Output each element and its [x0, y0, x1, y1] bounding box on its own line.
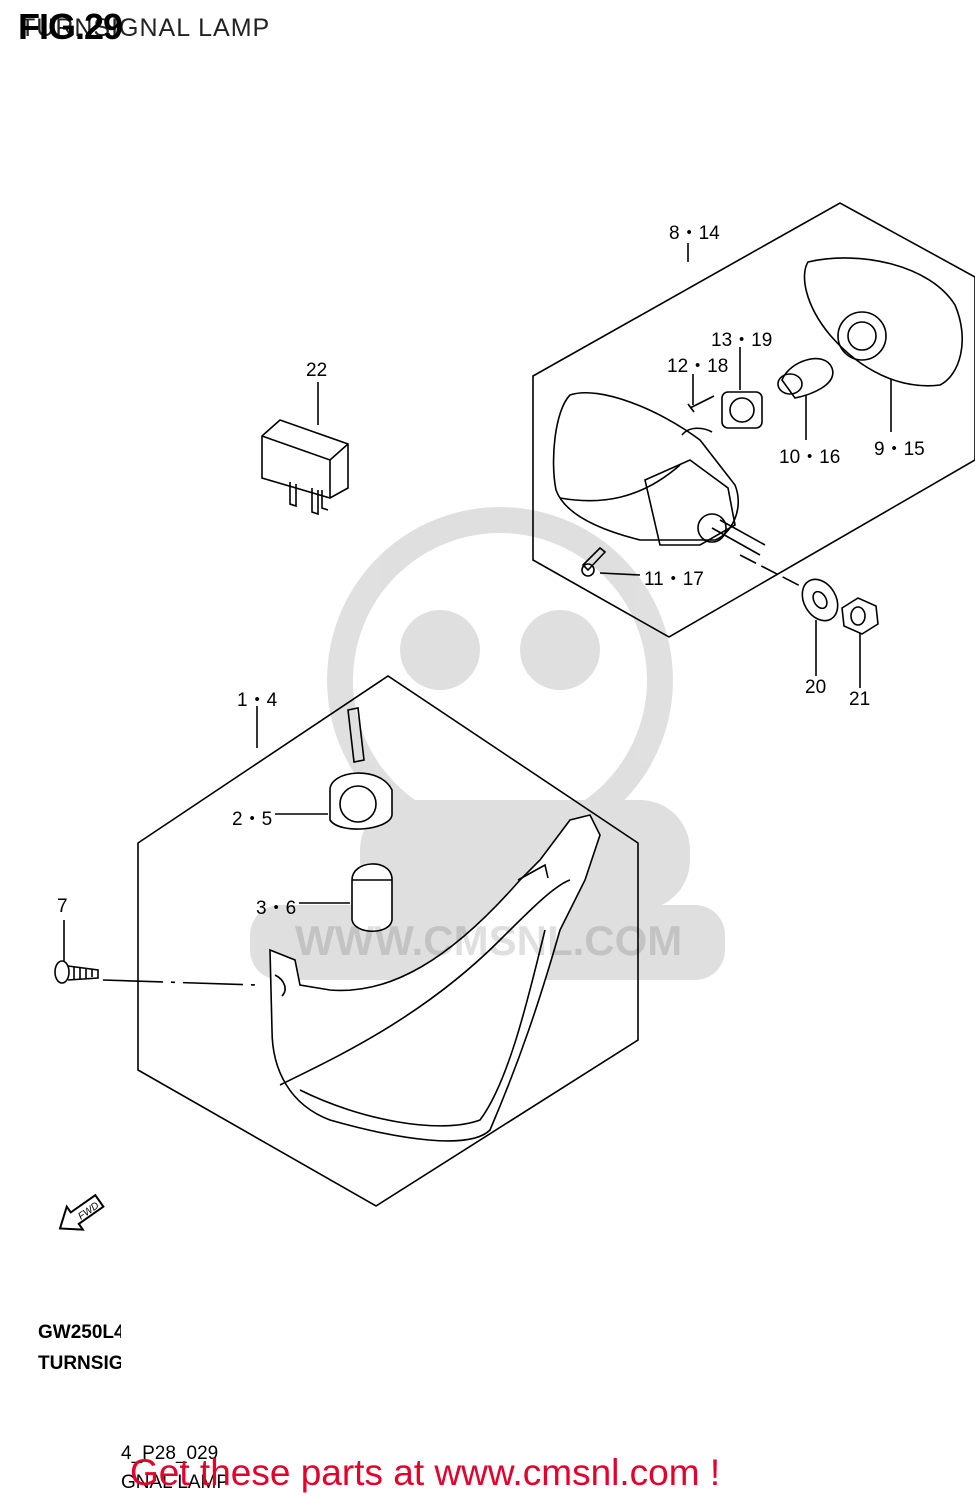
figure-label: FIG.29 — [18, 6, 123, 47]
screw-11-17 — [581, 546, 607, 577]
callout-8-14: 8・14 — [669, 223, 720, 244]
lower-group-box — [137, 675, 639, 1207]
upper-group-box — [532, 202, 975, 638]
callout-2-5: 2・5 — [232, 809, 273, 830]
callout-10-16: 10・16 — [779, 447, 841, 468]
callout-11-17: 11・17 — [644, 569, 704, 590]
screw-7 — [54, 960, 99, 984]
bulb-socket-13-19 — [721, 391, 763, 429]
washer-20 — [801, 578, 839, 622]
callout-20: 20 — [805, 677, 827, 698]
relay-part-22 — [261, 419, 349, 516]
socket-2-5 — [329, 707, 393, 830]
bulb-10-16 — [777, 357, 834, 399]
section-title: TURNSIGNAL LAMP — [20, 14, 271, 42]
callout-1-4: 1・4 — [237, 690, 278, 711]
callout-13-19: 13・19 — [711, 330, 773, 351]
callout-22: 22 — [306, 360, 328, 381]
nut-21 — [841, 597, 879, 635]
callout-12-18: 12・18 — [667, 356, 729, 377]
callout-9-15: 9・15 — [874, 439, 925, 460]
footer-name: TURNSIG — [38, 1353, 121, 1374]
footer-model: GW250L4 — [38, 1322, 121, 1343]
lens-9-15 — [803, 257, 963, 387]
front-turn-signal-1-4 — [269, 814, 601, 1142]
callout-21: 21 — [849, 689, 871, 710]
turn-signal-housing-8-14 — [552, 391, 766, 556]
footer-name2: GNAL LAMP — [121, 1472, 230, 1493]
callout-7: 7 — [57, 896, 68, 917]
callout-3-6: 3・6 — [256, 898, 297, 919]
fwd-arrow-icon: FWD — [58, 1193, 105, 1231]
footer-code: 4_P28_029 — [121, 1443, 219, 1464]
promo-link[interactable]: Get these parts at www.cmsnl.com ! — [130, 1452, 721, 1493]
screw-12-18 — [687, 395, 715, 413]
bulb-3-6 — [351, 863, 393, 932]
watermark-text: WWW.CMSNL.COM — [295, 917, 682, 964]
